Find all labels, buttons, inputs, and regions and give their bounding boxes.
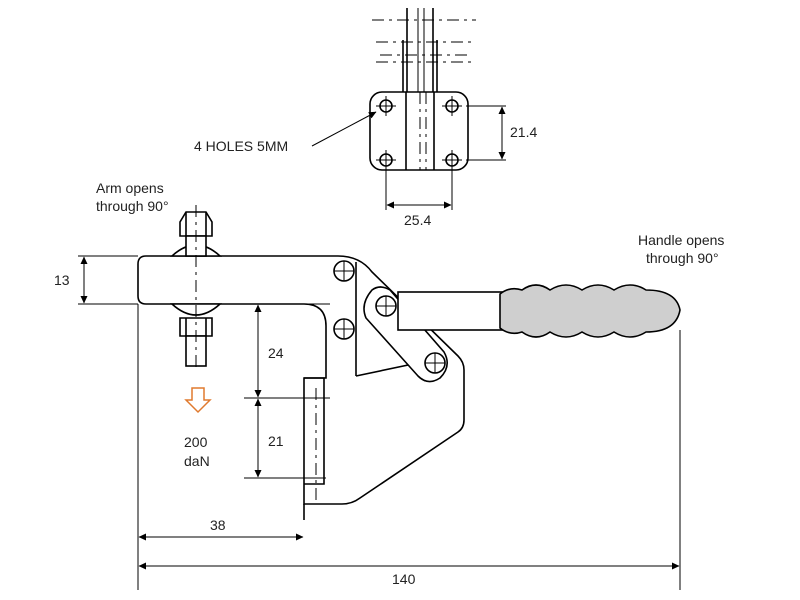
- top-view: [311, 8, 506, 210]
- holes-label: 4 HOLES 5MM: [194, 138, 288, 154]
- dimension-13: 13: [54, 272, 70, 288]
- pivot-pin: [424, 352, 446, 374]
- arm-opens-label-2: through 90°: [96, 198, 169, 214]
- pivot-pin: [333, 260, 355, 282]
- mounting-hole: [376, 150, 396, 170]
- dimension-21-4: 21.4: [510, 124, 537, 140]
- spindle-bolt: [169, 205, 223, 372]
- mounting-plate: [369, 91, 469, 171]
- mounting-hole: [376, 96, 396, 116]
- handle-opens-label-2: through 90°: [646, 250, 719, 266]
- handle-grip: [499, 284, 681, 338]
- pivot-pin: [333, 318, 355, 340]
- dimension-24: 24: [268, 345, 284, 361]
- dimension-140: 140: [392, 571, 416, 587]
- pivot-pin: [375, 295, 397, 317]
- arm-opens-label: Arm opens: [96, 180, 164, 196]
- force-value: 200: [184, 434, 208, 450]
- force-arrow-icon: [184, 387, 212, 414]
- mounting-hole: [442, 96, 462, 116]
- force-unit: daN: [184, 453, 210, 469]
- side-view: [137, 205, 681, 520]
- dimension-lines: [78, 255, 681, 590]
- dimension-21: 21: [268, 433, 284, 449]
- handle-opens-label: Handle opens: [638, 232, 724, 248]
- mounting-hole: [442, 150, 462, 170]
- dimension-38: 38: [210, 517, 226, 533]
- dimension-25-4: 25.4: [404, 212, 431, 228]
- handle-bar: [397, 291, 507, 331]
